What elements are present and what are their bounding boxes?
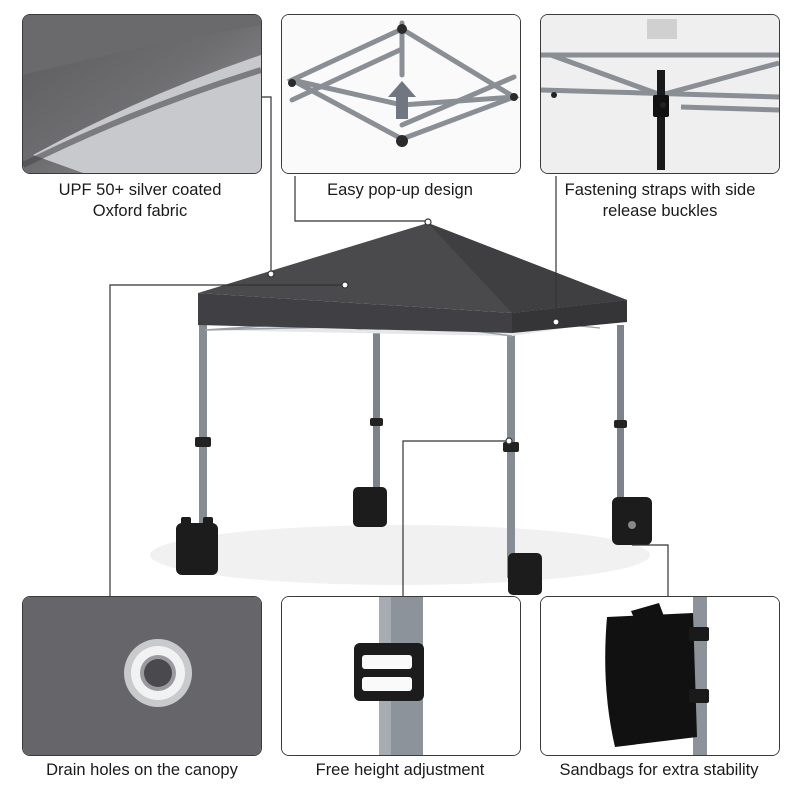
sandbag-front-left — [176, 517, 218, 575]
canopy-valance — [198, 293, 512, 333]
drain-hole-image — [23, 597, 261, 755]
sandbags-caption: Sandbags for extra stability — [559, 761, 759, 779]
sandbag-image — [541, 597, 779, 755]
up-arrow-icon — [388, 81, 416, 119]
height-caption: Free height adjustment — [315, 761, 485, 779]
height-adjust-image — [282, 597, 520, 755]
canopy-roof — [198, 223, 627, 313]
straps-detail-panel — [540, 14, 780, 174]
height-detail-panel — [281, 596, 521, 756]
strap-band — [657, 70, 665, 170]
tent-leg-front-left — [199, 325, 207, 570]
sandbag-back-left — [353, 487, 387, 527]
tent-leg-back-left — [373, 325, 380, 520]
popup-frame-image — [282, 15, 520, 173]
straps-caption: Fastening straps with side release buckl… — [564, 181, 756, 220]
sandbag-back-right — [612, 497, 652, 545]
ground-shadow — [150, 525, 650, 585]
drain-detail-panel — [22, 596, 262, 756]
sandbag-bag — [605, 613, 697, 747]
tent-leg-back-right — [617, 325, 624, 540]
fabric-texture-image — [23, 15, 261, 173]
sandbag-front-right — [508, 553, 542, 595]
fabric-detail-panel — [22, 14, 262, 174]
popup-detail-panel — [281, 14, 521, 174]
strap-buckle-image — [541, 15, 779, 173]
tent-leg-front-right — [507, 318, 515, 578]
drain-caption: Drain holes on the canopy — [46, 761, 238, 779]
sandbag-detail-panel — [540, 596, 780, 756]
popup-caption: Easy pop-up design — [327, 181, 473, 199]
fabric-caption: UPF 50+ silver coated Oxford fabric — [58, 181, 222, 220]
push-button-clip — [354, 643, 424, 701]
